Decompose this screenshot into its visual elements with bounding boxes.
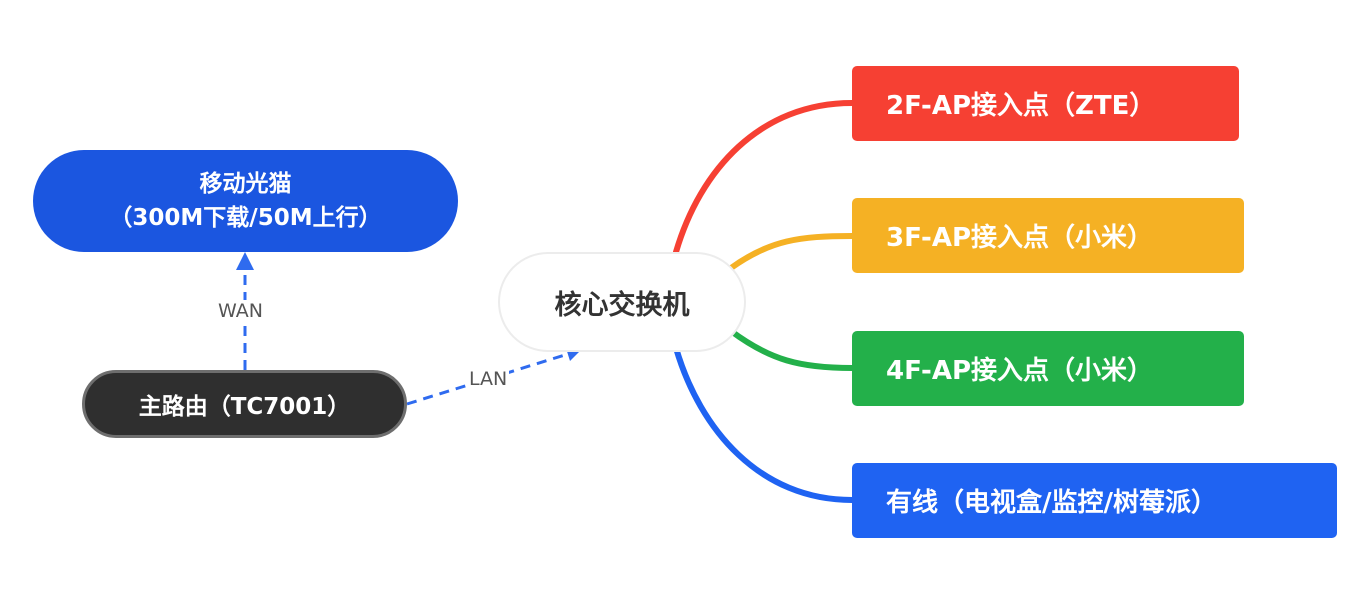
- router-node[interactable]: 主路由（TC7001）: [82, 370, 407, 438]
- core-switch-label: 核心交换机: [554, 289, 690, 321]
- branch-connector-2f: [673, 100, 855, 255]
- branch-connector-3f: [728, 233, 855, 271]
- modem-speed: （300M下载/50M上行）: [109, 205, 382, 231]
- lan-dashed-edge: [406, 352, 569, 406]
- branch-wired-label: 有线（电视盒/监控/树莓派）: [886, 488, 1217, 518]
- lan-label: LAN: [467, 368, 510, 390]
- branch-connector-wired: [673, 345, 855, 503]
- branch-wired[interactable]: 有线（电视盒/监控/树莓派）: [852, 463, 1337, 538]
- wan-label: WAN: [216, 300, 265, 322]
- modem-title: 移动光猫: [199, 171, 292, 197]
- branch-2f-label: 2F-AP接入点（ZTE）: [886, 91, 1156, 121]
- branch-3f-label: 3F-AP接入点（小米）: [886, 223, 1154, 253]
- branch-3f-ap[interactable]: 3F-AP接入点（小米）: [852, 198, 1244, 273]
- branch-4f-label: 4F-AP接入点（小米）: [886, 356, 1154, 386]
- branch-4f-ap[interactable]: 4F-AP接入点（小米）: [852, 331, 1244, 406]
- branch-connector-4f: [728, 328, 855, 371]
- wan-arrowhead: [236, 252, 254, 270]
- branch-2f-ap[interactable]: 2F-AP接入点（ZTE）: [852, 66, 1239, 141]
- modem-node[interactable]: 移动光猫 （300M下载/50M上行）: [33, 150, 458, 252]
- router-label: 主路由（TC7001）: [138, 394, 351, 420]
- core-switch-node[interactable]: 核心交换机: [498, 252, 746, 352]
